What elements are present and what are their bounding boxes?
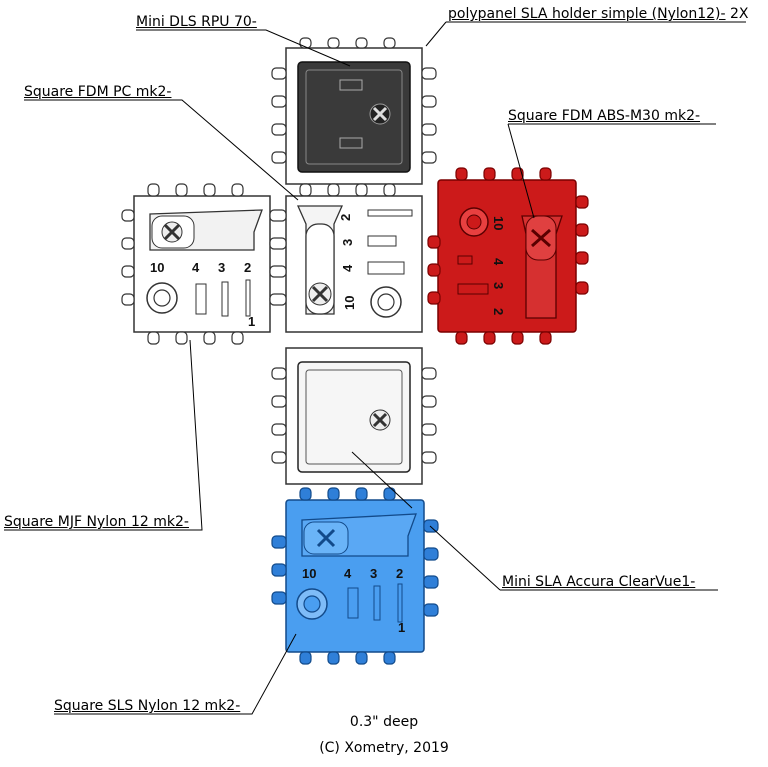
clear-panel: [271, 347, 437, 485]
label-mini-dls: Mini DLS RPU 70-: [136, 14, 257, 30]
label-sla-clearvue: Mini SLA Accura ClearVue1-: [502, 574, 696, 590]
label-fdm-pc: Square FDM PC mk2-: [24, 84, 172, 100]
tile-number: 10: [491, 216, 506, 230]
tile-number: 4: [192, 260, 200, 275]
right-panel-red: [427, 167, 589, 345]
tile-number: 10: [342, 296, 357, 310]
tile-number: 3: [218, 260, 225, 275]
tile-number-group: 2 3 4 10 10 4 3 2 1 10 4 3 2 1 10 4 3 2: [150, 214, 506, 635]
depth-note: 0.3" deep: [349, 714, 419, 730]
leader-lines: [4, 21, 746, 715]
tile-number: 3: [340, 239, 355, 246]
label-sls: Square SLS Nylon 12 mk2-: [54, 698, 241, 714]
label-polypanel: polypanel SLA holder simple (Nylon12)- 2…: [448, 6, 748, 22]
left-panel: [121, 183, 287, 345]
tile-number: 10: [302, 566, 316, 581]
tile-number: 2: [396, 566, 403, 581]
top-panel: [271, 37, 437, 197]
tile-number: 10: [150, 260, 164, 275]
label-mjf: Square MJF Nylon 12 mk2-: [4, 514, 189, 530]
label-polypanel-main: polypanel SLA holder simple (Nylon12)-: [448, 6, 726, 22]
tile-number: 3: [491, 282, 506, 289]
tile-number: 1: [248, 314, 255, 329]
label-polypanel-qty: 2X: [725, 6, 749, 22]
tile-number: 4: [344, 566, 352, 581]
dark-insert: [297, 61, 411, 173]
tile-number: 2: [244, 260, 251, 275]
copyright-note: (C) Xometry, 2019: [319, 740, 449, 756]
tile-number: 1: [398, 620, 405, 635]
tile-number: 4: [491, 258, 506, 266]
tile-number: 2: [491, 308, 506, 315]
center-panel: [285, 195, 423, 333]
tile-number: 2: [338, 214, 353, 221]
tile-number: 4: [340, 264, 355, 272]
label-fdm-abs: Square FDM ABS-M30 mk2-: [508, 108, 701, 124]
bottom-panel-blue: [271, 487, 439, 665]
tile-number: 3: [370, 566, 377, 581]
